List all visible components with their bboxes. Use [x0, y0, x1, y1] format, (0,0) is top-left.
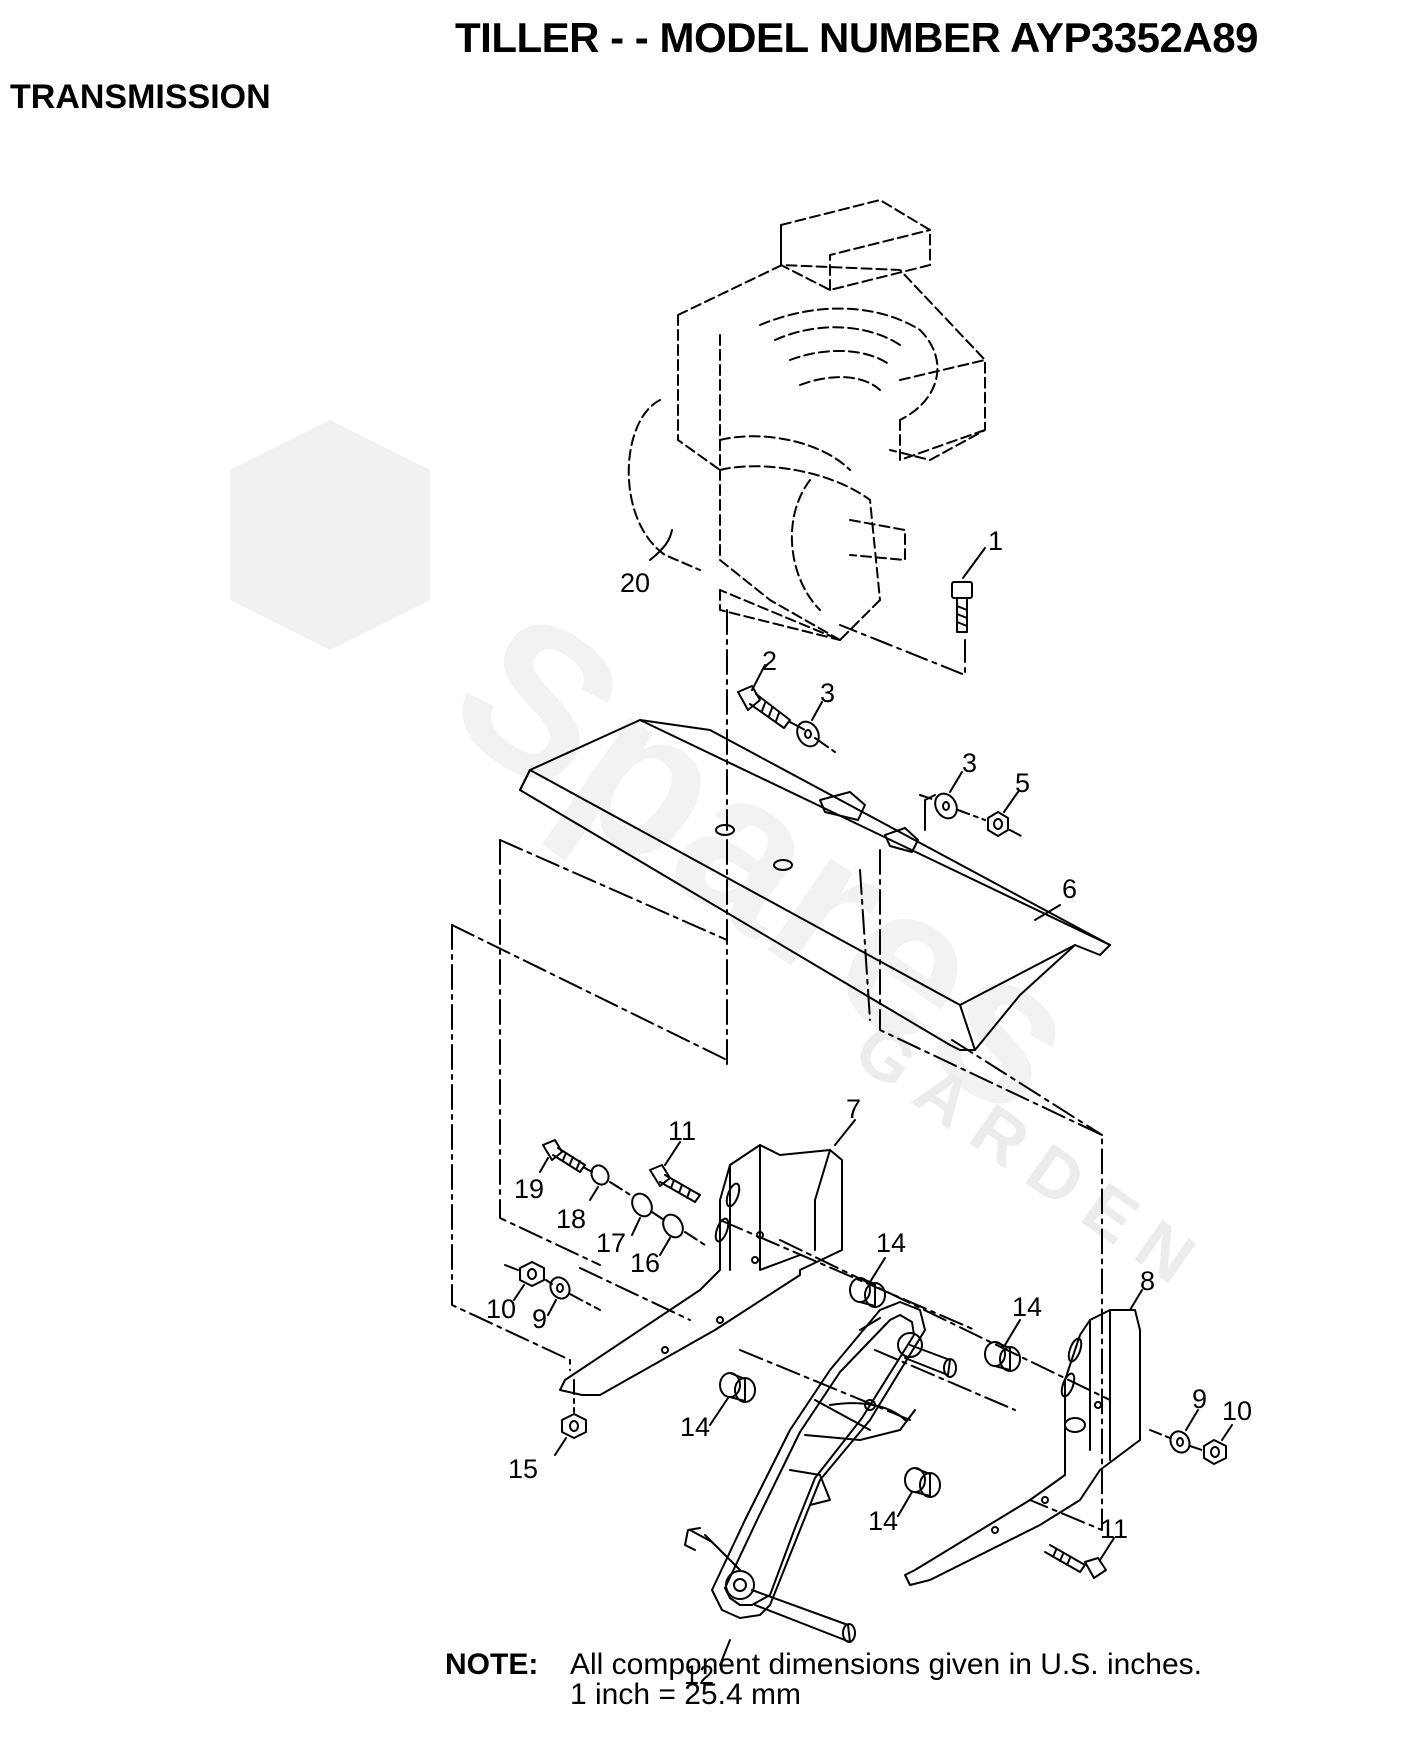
washer-3b [934, 771, 963, 820]
callout-14b: 14 [1012, 1292, 1042, 1322]
callout-11a: 11 [668, 1116, 696, 1146]
spacer-14c [709, 1372, 756, 1426]
nut-10b [1203, 1424, 1233, 1465]
callout-12: 12 [684, 1660, 714, 1690]
leader-20 [649, 529, 673, 561]
callout-5: 5 [1015, 768, 1030, 798]
washer-3a [796, 701, 823, 748]
callout-8: 8 [1140, 1266, 1155, 1296]
callout-14c: 14 [680, 1412, 710, 1442]
callout-10a: 10 [486, 1294, 516, 1324]
nut-5 [987, 791, 1019, 837]
spacer-14a [849, 1257, 886, 1308]
note-line-1: All component dimensions given in U.S. i… [570, 1648, 1202, 1681]
assembly-centerlines [451, 609, 1111, 1531]
washer-9a [547, 1276, 571, 1316]
note-label: NOTE: [445, 1648, 539, 1681]
page-title: TILLER - - MODEL NUMBER AYP3352A89 [455, 14, 1258, 61]
callout-7: 7 [846, 1094, 861, 1124]
callout-1: 1 [988, 526, 1003, 556]
callout-15: 15 [508, 1454, 538, 1484]
spacer-14b [984, 1319, 1021, 1372]
callout-20: 20 [620, 568, 650, 598]
tine-shield [519, 719, 1111, 1051]
callout-14d: 14 [868, 1506, 898, 1536]
bolt-1 [951, 547, 986, 633]
callout-16: 16 [630, 1248, 660, 1278]
callout-11b: 11 [1100, 1514, 1128, 1544]
bolt-2 [737, 664, 791, 729]
engine [627, 199, 986, 641]
callout-19: 19 [514, 1174, 544, 1204]
callout-14a: 14 [876, 1228, 906, 1258]
watermark-logo-icon [230, 420, 430, 650]
right-bracket [904, 1289, 1143, 1586]
callout-17: 17 [596, 1228, 626, 1258]
note-line-2: 1 inch = 25.4 mm [570, 1678, 801, 1711]
callout-10b: 10 [1222, 1396, 1252, 1426]
callout-3b: 3 [962, 748, 977, 778]
callout-6: 6 [1062, 874, 1077, 904]
callout-2: 2 [762, 646, 777, 676]
section-heading: TRANSMISSION [10, 78, 271, 116]
bolt-11a [649, 1141, 701, 1203]
chain-case [684, 1301, 957, 1666]
left-bracket [559, 1119, 856, 1396]
dimension-note: NOTE: All component dimensions given in U… [445, 1650, 1202, 1710]
washer-17 [631, 1192, 653, 1236]
bolt-11b [1044, 1537, 1115, 1579]
washer-18 [589, 1164, 610, 1201]
washer-16 [659, 1213, 684, 1256]
washer-9b [1169, 1409, 1199, 1454]
callout-9b: 9 [1192, 1384, 1207, 1414]
spacer-14d [897, 1467, 941, 1517]
nut-15 [554, 1413, 587, 1456]
callout-labels: 1 20 2 3 3 5 6 7 11 19 18 17 16 14 14 8 … [486, 526, 1252, 1690]
callout-3a: 3 [820, 678, 835, 708]
callout-18: 18 [556, 1204, 586, 1234]
bolt-19 [539, 1139, 586, 1173]
nut-10a [513, 1261, 545, 1301]
callout-9a: 9 [532, 1304, 547, 1334]
